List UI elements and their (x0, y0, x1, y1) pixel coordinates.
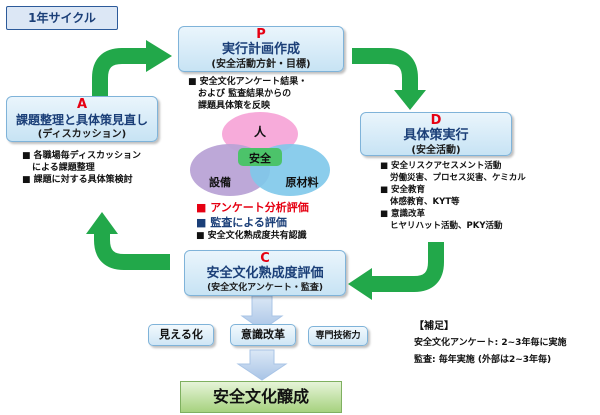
venn-left-label: 設備 (209, 175, 231, 189)
do-subtitle: (安全活動) (411, 145, 461, 156)
do-notes: ■ 安全リスクアセスメント活動 労働災害、プロセス災害、ケミカル ■ 安全教育 … (380, 160, 526, 232)
curved-arrow-icon (348, 242, 444, 300)
supplement-heading: 【補足】 (414, 321, 454, 332)
down-arrow-icon (240, 295, 284, 331)
do-box: D 具体策実行 (安全活動) (360, 112, 512, 156)
do-note-1: ■ 安全リスクアセスメント活動 (380, 161, 502, 171)
curved-arrow-icon (92, 40, 172, 96)
check-subtitle: (安全文化アンケート・監査) (207, 283, 323, 293)
mindset-reform-tag: 意識改革 (230, 324, 296, 346)
plan-box: P 実行計画作成 (安全活動方針・目標) (178, 26, 344, 72)
act-notes: ■ 各職場毎ディスカッション による課題整理 ■ 課題に対する具体策検討 (22, 150, 141, 186)
survey-evaluation: ■ アンケート分析評価 (196, 201, 309, 214)
act-note-1: ■ 各職場毎ディスカッション (22, 151, 142, 161)
cycle-label: 1年サイクル (6, 6, 118, 30)
safety-culture-outcome: 安全文化醸成 (180, 381, 342, 413)
curved-arrow-icon (86, 212, 170, 270)
do-note-6: ヒヤリハット活動、PKY活動 (390, 221, 503, 231)
check-box: C 安全文化熟成度評価 (安全文化アンケート・監査) (184, 250, 346, 296)
plan-note-1: ■ 安全文化アンケート結果・ (188, 77, 308, 87)
venn-people (222, 112, 298, 156)
check-title: 安全文化熟成度評価 (206, 266, 324, 281)
act-title: 課題整理と具体策見直し (15, 113, 148, 127)
act-letter: A (76, 97, 88, 112)
venn-center-badge (238, 148, 282, 166)
audit-evaluation: ■ 監査による評価 (196, 216, 287, 229)
act-box: A 課題整理と具体策見直し (ディスカッション) (6, 96, 158, 142)
evaluation-notes: ■ アンケート分析評価 ■ 監査による評価 ■ 安全文化熟成度共有認識 (196, 200, 309, 243)
do-note-3: ■ 安全教育 (380, 185, 425, 195)
plan-subtitle: (安全活動方針・目標) (211, 59, 311, 70)
visualization-tag: 見える化 (148, 324, 214, 346)
plan-title: 実行計画作成 (221, 42, 300, 57)
venn-center-label: 安全 (249, 151, 272, 165)
do-letter: D (430, 113, 442, 128)
check-letter: C (260, 251, 270, 266)
do-note-5: ■ 意識改革 (380, 209, 425, 219)
act-subtitle: (ディスカッション) (37, 129, 127, 140)
act-note-2: による課題整理 (32, 163, 95, 173)
shared-recognition: ■ 安全文化熟成度共有認識 (196, 231, 307, 241)
down-arrow-icon (236, 349, 288, 381)
venn-right-label: 原材料 (286, 175, 319, 189)
plan-note-3: 課題具体策を反映 (198, 101, 271, 111)
venn-diagram: 人 安全 設備 原材料 (190, 112, 330, 196)
plan-note-2: および 監査結果からの (198, 89, 292, 99)
do-note-4: 体感教育、KYT等 (390, 197, 460, 207)
plan-notes: ■ 安全文化アンケート結果・ および 監査結果からの 課題具体策を反映 (188, 76, 307, 112)
supplement-notes: 【補足】 安全文化アンケート: 2~3年毎に実施 監査: 毎年実施 (外部は2~… (414, 318, 566, 369)
plan-letter: P (256, 27, 266, 42)
expertise-tag: 専門技術力 (308, 326, 368, 346)
do-title: 具体策実行 (403, 128, 469, 143)
supplement-survey: 安全文化アンケート: 2~3年毎に実施 (414, 338, 567, 348)
curved-arrow-icon (352, 48, 426, 110)
supplement-audit: 監査: 毎年実施 (外部は2~3年毎) (414, 355, 552, 365)
venn-top-label: 人 (254, 124, 267, 139)
act-note-3: ■ 課題に対する具体策検討 (22, 175, 133, 185)
do-note-2: 労働災害、プロセス災害、ケミカル (390, 173, 526, 183)
